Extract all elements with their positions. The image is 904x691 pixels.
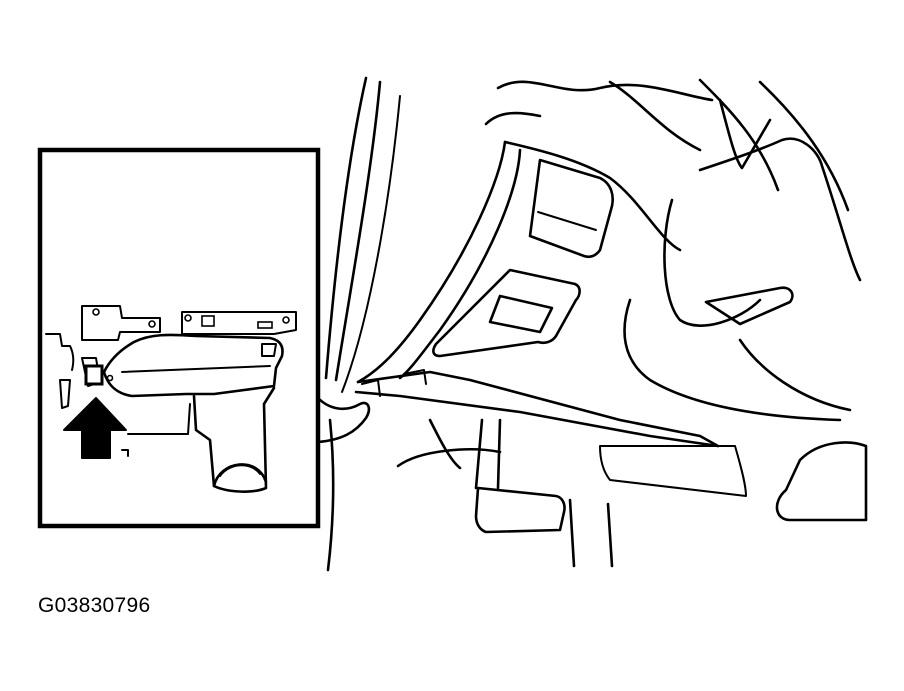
lower-dash-cover [398, 148, 522, 380]
cover-lower-edge [356, 370, 720, 448]
vent-slat [537, 211, 597, 231]
bracket-tab [257, 321, 273, 329]
floor-line [326, 418, 335, 572]
column-cover-notch [261, 343, 277, 357]
column-bracket [704, 286, 794, 326]
switch-opening [432, 268, 581, 358]
steering-column-shroud [718, 98, 772, 170]
column-cover-panel [102, 333, 284, 398]
switch-panel-inset [488, 294, 554, 334]
a-pillar-line [334, 80, 382, 382]
lower-right-contour [623, 298, 842, 422]
dash-upper-contour [484, 111, 542, 126]
figure-id-label: G03830796 [38, 594, 151, 617]
accel-pedal-arm [568, 498, 614, 568]
inset-lower-line [127, 403, 191, 435]
dash-upper-contour [758, 80, 850, 212]
inset-bracket [81, 305, 161, 341]
brake-pedal-pad [474, 486, 566, 534]
column-cover-inner [121, 365, 271, 373]
dashboard-interior-drawing [324, 76, 868, 572]
inset-side-fragment [59, 379, 71, 409]
dash-upper-contour [698, 78, 780, 192]
column-tube-end [219, 464, 261, 477]
dash-upper-contour [608, 80, 702, 152]
vent-opening [528, 158, 614, 259]
steering-area [663, 198, 762, 327]
clip-location [84, 364, 104, 386]
inset-side-fragment [45, 333, 75, 371]
clip-point [106, 374, 114, 382]
column-tube [192, 386, 276, 493]
steering-area [698, 137, 862, 282]
up-arrow-icon [63, 397, 127, 459]
detail-inset [37, 147, 321, 529]
inset-corner-mark [121, 449, 129, 457]
bracket-bolt [282, 316, 290, 324]
bracket-bolt [92, 308, 100, 316]
bracket-bolt [148, 320, 156, 328]
lower-dash-cover [503, 140, 682, 252]
kick-panel [599, 445, 747, 497]
lower-right-contour [738, 338, 852, 412]
cover-clip [361, 379, 381, 397]
lower-dash-cover [356, 140, 507, 384]
cover-lower-edge [354, 390, 720, 448]
a-pillar-line [324, 76, 368, 380]
footwell-floor [396, 448, 502, 468]
bracket-bolt [184, 314, 192, 322]
cover-clip [403, 369, 427, 385]
footwell-floor [428, 418, 462, 470]
right-footwell [775, 441, 868, 522]
dash-upper-contour [496, 80, 714, 102]
brake-pedal-arm [474, 418, 502, 490]
bracket-tab [201, 315, 215, 327]
door-seal-line [341, 95, 401, 393]
callout-connector [316, 396, 371, 444]
inset-bracket [181, 311, 297, 335]
